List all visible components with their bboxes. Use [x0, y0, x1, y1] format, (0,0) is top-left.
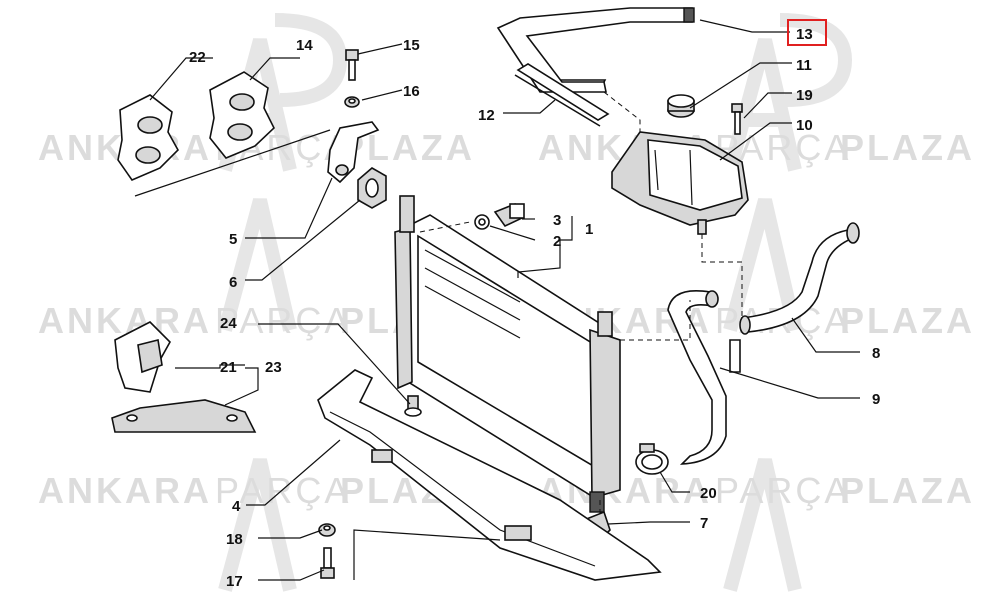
part-15-bolt[interactable] — [345, 49, 359, 81]
part-17-bolt[interactable] — [320, 547, 335, 579]
leader-5 — [245, 177, 333, 239]
leader-14 — [249, 57, 300, 81]
leader-8 — [791, 317, 860, 353]
callout-23[interactable]: 23 — [265, 359, 282, 376]
callout-9[interactable]: 9 — [872, 391, 880, 408]
part-9-s-hose[interactable] — [667, 290, 741, 465]
watermark-logo — [218, 13, 853, 592]
highlight-box-13 — [787, 19, 827, 46]
callout-20[interactable]: 20 — [700, 485, 717, 502]
callout-16[interactable]: 16 — [403, 83, 420, 100]
callout-5[interactable]: 5 — [229, 231, 237, 248]
part-4-cross-member[interactable] — [317, 369, 662, 581]
leader-4b — [353, 529, 501, 580]
callout-17[interactable]: 17 — [226, 573, 243, 590]
part-12-straight-hose[interactable] — [514, 63, 610, 127]
wm-word-1e: ANKARA — [38, 470, 212, 511]
part-8-lower-hose[interactable] — [739, 222, 860, 335]
leader-7 — [607, 521, 690, 525]
part-1-radiator[interactable] — [394, 195, 621, 513]
callout-13[interactable]: 13 — [796, 26, 813, 43]
callout-21[interactable]: 21 — [220, 359, 237, 376]
part-24-mount-stud[interactable] — [404, 395, 422, 417]
leader-19 — [743, 92, 792, 119]
part-13-upper-hose[interactable] — [496, 7, 695, 93]
part-11-tank-cap[interactable] — [667, 94, 695, 118]
part-22-holder[interactable] — [117, 94, 179, 181]
leader-22 — [149, 57, 213, 101]
callout-12[interactable]: 12 — [478, 107, 495, 124]
leader-4 — [246, 439, 341, 506]
part-21-bracket[interactable] — [114, 321, 171, 393]
leader-12 — [503, 99, 556, 114]
wm-word-2c: PARÇA — [215, 300, 351, 341]
part-18-nut[interactable] — [318, 523, 336, 537]
watermark-row-1: ANKARA PARÇA PLAZA ANKARA PARÇA PLAZA — [38, 127, 975, 168]
leader-15 — [357, 43, 403, 55]
leader-24 — [258, 323, 411, 405]
leader-21 — [175, 364, 245, 369]
part-23-plate[interactable] — [111, 399, 257, 433]
leader-20 — [659, 471, 690, 493]
callout-19[interactable]: 19 — [796, 87, 813, 104]
leader-13 — [699, 19, 790, 33]
dash-10-8 — [701, 234, 743, 318]
part-16-washer[interactable] — [344, 96, 360, 108]
callout-1[interactable]: 1 — [585, 221, 593, 238]
part-2-washer[interactable] — [474, 214, 490, 230]
callout-22[interactable]: 22 — [189, 49, 206, 66]
hose-end-cap — [683, 7, 695, 23]
callout-6[interactable]: 6 — [229, 274, 237, 291]
wm-word-2f: PARÇA — [715, 470, 851, 511]
callout-labels: 22 14 15 16 5 6 12 13 11 19 10 3 2 1 8 9… — [189, 26, 880, 590]
part-3-sensor[interactable] — [493, 202, 525, 228]
callout-4[interactable]: 4 — [232, 498, 241, 515]
part-6-rubber-bush[interactable] — [357, 167, 387, 209]
wm-word-3b: PLAZA — [840, 127, 975, 168]
callout-7[interactable]: 7 — [700, 515, 708, 532]
leader-10 — [719, 122, 792, 161]
part-14-holder[interactable] — [209, 71, 275, 159]
part-10-expansion-tank[interactable] — [611, 131, 749, 235]
leader-17 — [258, 569, 325, 581]
callout-2[interactable]: 2 — [553, 233, 561, 250]
part-20-hose-clamp[interactable] — [635, 443, 669, 475]
part-5-mount-bracket[interactable] — [327, 121, 380, 184]
callout-18[interactable]: 18 — [226, 531, 243, 548]
leader-1 — [517, 216, 573, 278]
dashed-guides — [419, 91, 743, 518]
leader-2 — [489, 225, 536, 241]
wm-word-3d: PLAZA — [840, 300, 975, 341]
leader-11 — [689, 62, 792, 109]
leader-6 — [245, 199, 361, 281]
leader-lines — [134, 19, 860, 581]
dash-13-10 — [603, 91, 641, 132]
callout-10[interactable]: 10 — [796, 117, 813, 134]
wm-word-1c: ANKARA — [38, 300, 212, 341]
callout-3[interactable]: 3 — [553, 212, 561, 229]
callout-14[interactable]: 14 — [296, 37, 313, 54]
leader-9 — [719, 367, 860, 399]
leader-16 — [361, 89, 403, 101]
callout-15[interactable]: 15 — [403, 37, 420, 54]
wm-word-3f: PLAZA — [840, 470, 975, 511]
leader-18 — [258, 529, 323, 539]
leader-23 — [224, 367, 259, 406]
divider-line — [134, 129, 331, 197]
callout-24[interactable]: 24 — [220, 315, 237, 332]
part-19-bolt[interactable] — [731, 103, 743, 135]
callout-11[interactable]: 11 — [796, 57, 812, 74]
callout-8[interactable]: 8 — [872, 345, 880, 362]
